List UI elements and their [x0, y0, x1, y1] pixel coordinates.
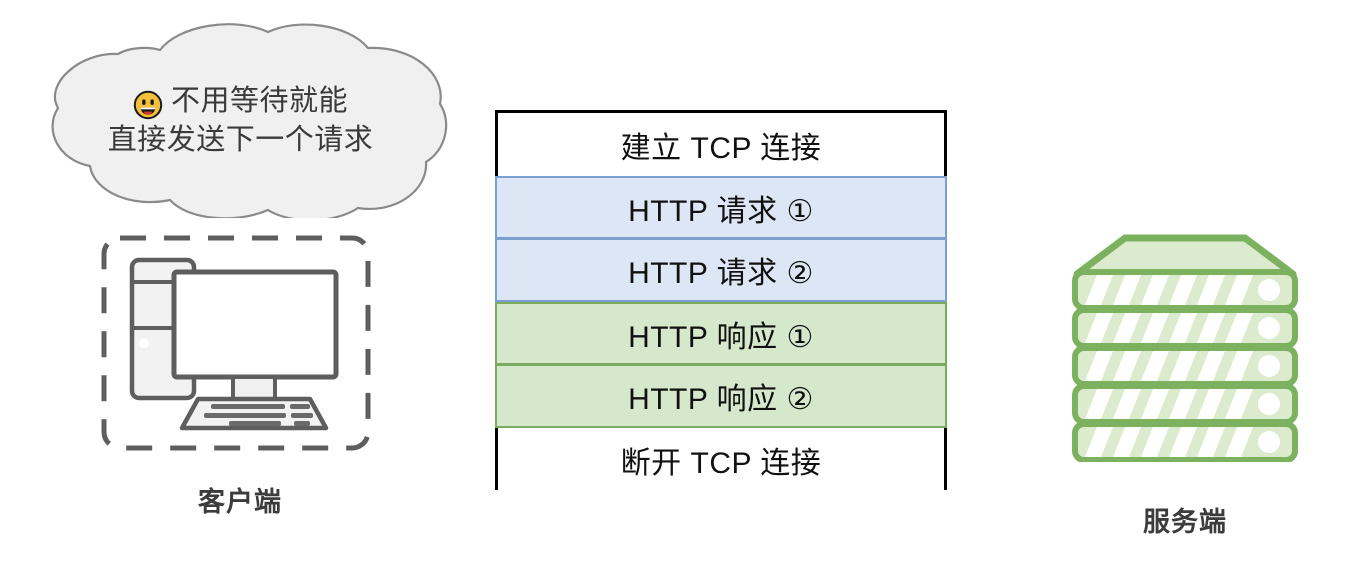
client-label: 客户端: [198, 487, 282, 517]
dashed-boundary: [101, 235, 371, 451]
desktop-computer-icon: [98, 232, 374, 454]
computer-monitor: [171, 269, 339, 401]
server-unit: [1072, 383, 1298, 425]
table-row: HTTP 请求 ①: [495, 176, 947, 239]
server-label: 服务端: [1143, 507, 1227, 537]
table-row: 建立 TCP 连接: [498, 113, 944, 176]
table-row: HTTP 请求 ②: [495, 239, 947, 302]
row-label: 建立 TCP 连接: [620, 131, 822, 165]
table-row: HTTP 响应 ①: [495, 302, 947, 365]
row-label: HTTP 响应 ①: [628, 320, 814, 354]
server-unit: [1072, 307, 1298, 349]
computer-keyboard: [179, 396, 329, 431]
row-label: HTTP 响应 ②: [628, 383, 814, 416]
server-unit: [1072, 269, 1298, 311]
sequence-table: 建立 TCP 连接 HTTP 请求 ① HTTP 请求 ② HTTP 响应 ① …: [495, 110, 947, 491]
thought-bubble: 不用等待就能 直接发送下一个请求: [28, 18, 453, 218]
server-panel: 服务端: [1020, 18, 1350, 538]
row-label: HTTP 请求 ①: [628, 194, 814, 228]
row-label: HTTP 请求 ②: [628, 257, 814, 290]
table-row: HTTP 响应 ②: [495, 365, 947, 428]
server-rack-icon: [1065, 230, 1305, 462]
server-unit: [1072, 345, 1298, 387]
table-row: 断开 TCP 连接: [498, 428, 944, 491]
server-unit: [1072, 421, 1298, 462]
row-label: 断开 TCP 连接: [620, 446, 822, 480]
client-panel: 不用等待就能 直接发送下一个请求: [20, 18, 460, 538]
server-lid: [1073, 234, 1297, 278]
thought-bubble-shape: [51, 23, 448, 218]
